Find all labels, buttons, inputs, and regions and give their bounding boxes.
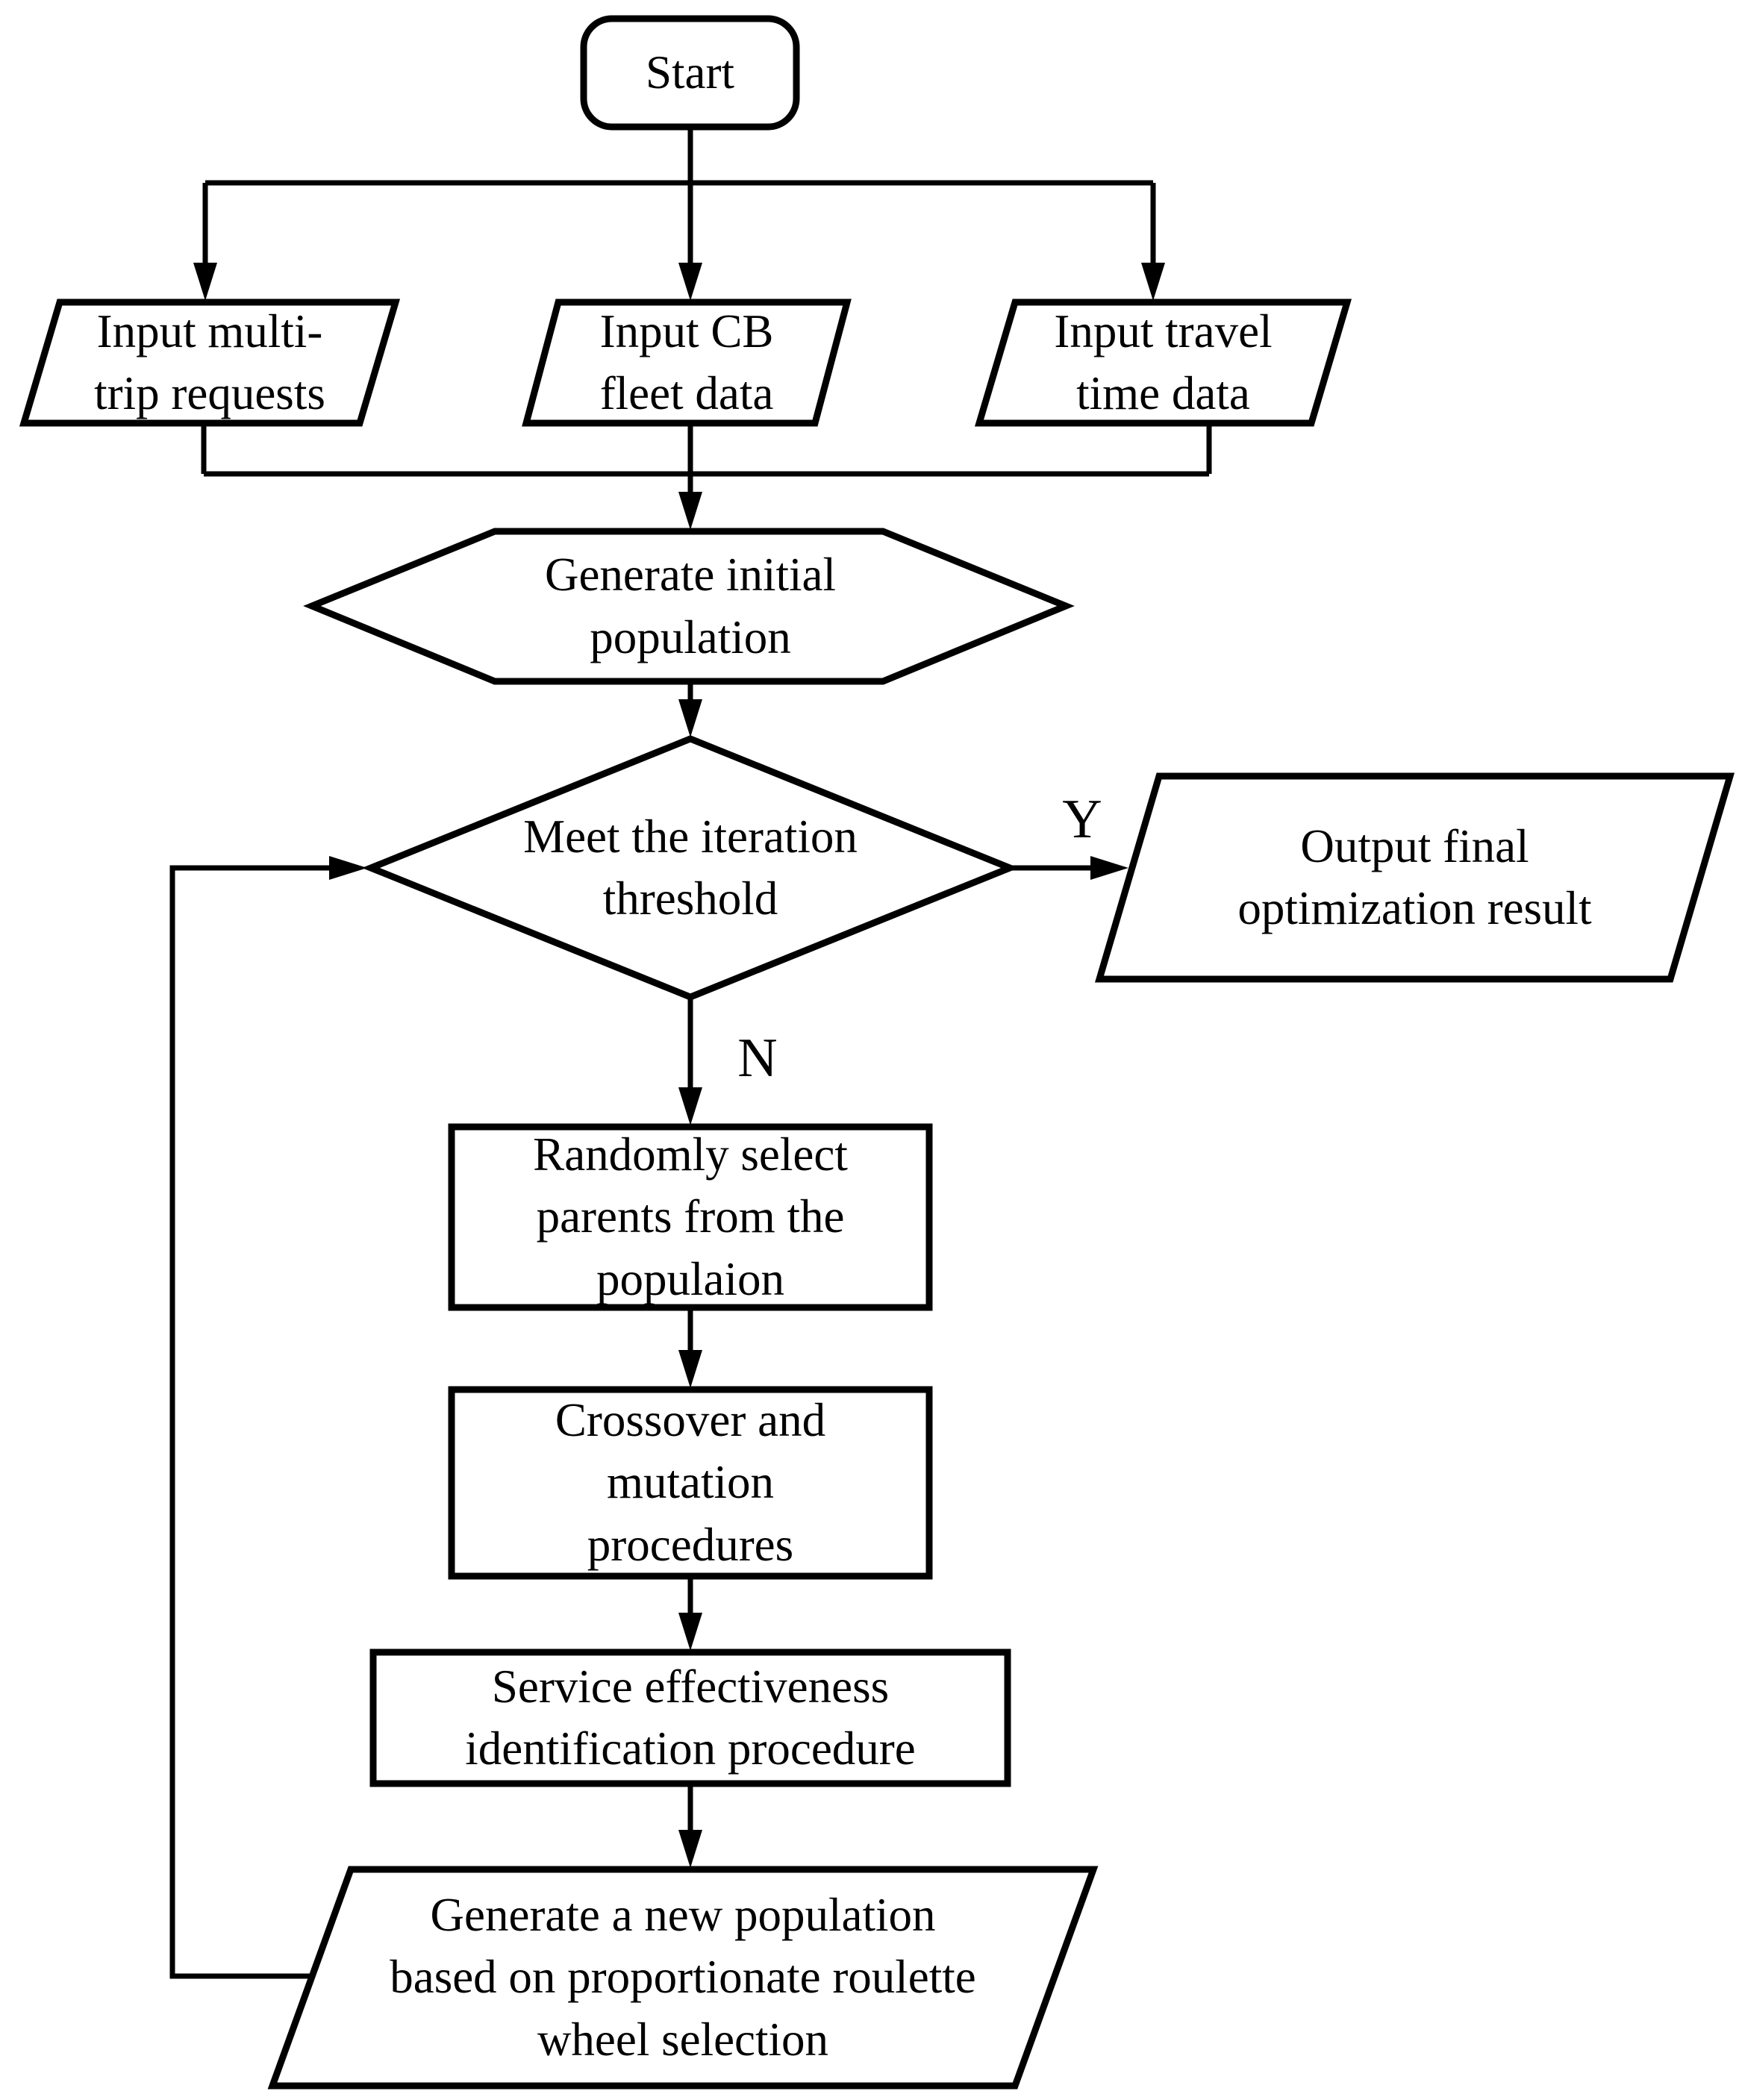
- arrowhead-generate-initial: [678, 492, 702, 530]
- arrowheads: [193, 263, 1165, 1868]
- node-shapes: [19, 15, 1735, 2090]
- edge-loop-back: [169, 865, 336, 1979]
- output-result-shape: [1094, 772, 1735, 983]
- arrowhead-crossover: [678, 1350, 702, 1388]
- arrowhead-select-parents: [678, 1087, 702, 1125]
- start-node-shape: [580, 15, 800, 131]
- arrowhead-new-population: [678, 1830, 702, 1868]
- crossover-mutation-shape: [448, 1386, 933, 1580]
- service-effectiveness-shape: [369, 1649, 1011, 1787]
- input-travel-time-shape: [974, 299, 1352, 427]
- arrowhead-service: [678, 1613, 702, 1651]
- arrowhead-input-cb-fleet: [678, 263, 702, 301]
- new-population-shape: [267, 1866, 1099, 2090]
- arrowhead-loop-to-decision: [329, 856, 367, 880]
- generate-initial-population-shape: [303, 528, 1075, 685]
- iteration-threshold-decision-shape: [361, 735, 1020, 1001]
- input-cb-fleet-shape: [522, 299, 852, 427]
- arrowhead-output: [1090, 856, 1128, 880]
- arrowhead-input-multi-trip: [193, 263, 217, 301]
- input-multi-trip-shape: [19, 299, 401, 427]
- connector-lines: [169, 127, 1212, 1979]
- arrowhead-decision: [678, 699, 702, 737]
- select-parents-shape: [448, 1123, 933, 1311]
- arrowhead-input-travel-time: [1141, 263, 1165, 301]
